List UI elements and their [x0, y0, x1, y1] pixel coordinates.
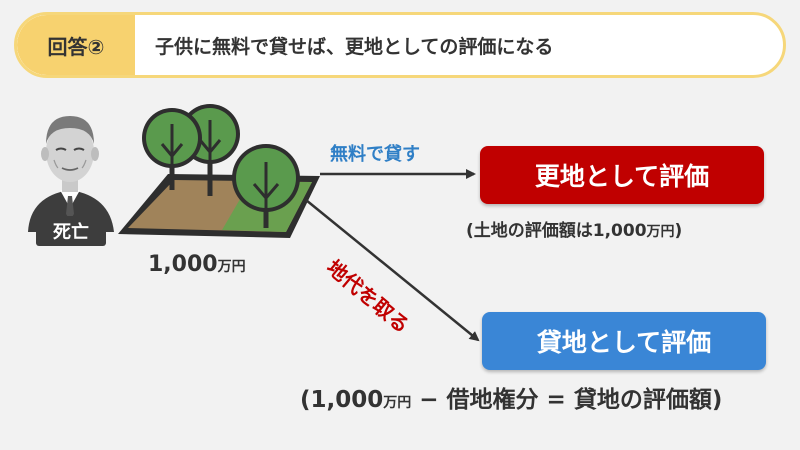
- leased-land-note: (1,000万円 − 借地権分 = 貸地の評価額): [300, 380, 796, 414]
- leased-note-suffix: − 借地権分 = 貸地の評価額): [411, 387, 723, 413]
- elderly-man-icon: [28, 116, 114, 232]
- answer-badge: 回答②: [17, 15, 135, 75]
- vacant-note-prefix: (土地の評価額は1,000: [466, 221, 647, 241]
- land-price-unit: 万円: [217, 259, 246, 275]
- arrow-rent: [305, 199, 480, 342]
- leased-land-valuation-box: 貸地として評価: [482, 312, 766, 370]
- header-bar: 回答② 子供に無料で貸せば、更地としての評価になる: [14, 12, 786, 78]
- vacant-land-valuation-box: 更地として評価: [480, 146, 764, 204]
- vacant-note-unit: 万円: [646, 224, 675, 240]
- header-text: 子供に無料で貸せば、更地としての評価になる: [155, 35, 554, 58]
- deceased-label: 死亡: [36, 216, 106, 246]
- leased-note-prefix: (1,000: [300, 387, 384, 413]
- free-lend-label: 無料で貸す: [330, 144, 420, 165]
- land-price-number: 1,000: [148, 252, 218, 277]
- leased-note-unit: 万円: [383, 395, 412, 411]
- land-with-trees-icon: [118, 104, 320, 238]
- vacant-land-note: (土地の評価額は1,000万円): [466, 216, 796, 241]
- land-price: 1,000万円: [148, 252, 246, 277]
- vacant-note-suffix: ): [674, 221, 683, 241]
